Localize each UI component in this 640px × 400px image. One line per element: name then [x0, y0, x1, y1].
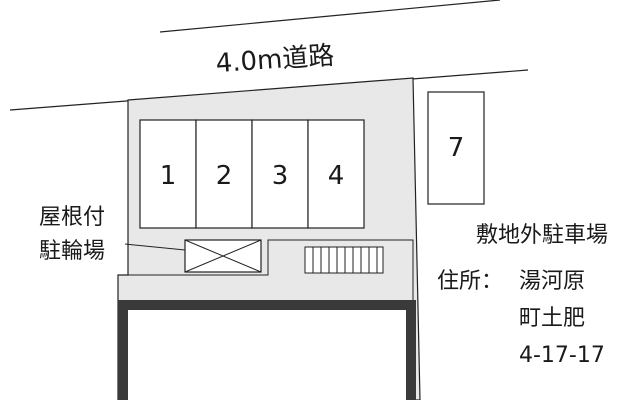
address-prefix: 住所：: [437, 269, 503, 294]
bicycle-parking-label-line1: 屋根付: [39, 205, 105, 230]
stairs: [304, 246, 384, 274]
parking-space-3: [251, 119, 309, 229]
offsite-parking-label: 敷地外駐車場: [476, 223, 608, 248]
road-edge-top: [159, 0, 501, 33]
address-line2: 町土肥: [519, 306, 585, 331]
address-line1: 湯河原: [519, 269, 585, 294]
parking-space-2-number: 2: [216, 161, 233, 191]
bicycle-parking-cross-b: [184, 239, 262, 273]
offsite-parking-number: 7: [448, 133, 465, 163]
parking-space-1-number: 1: [160, 161, 177, 191]
building-interior: [128, 310, 406, 400]
bicycle-parking-label-line2: 駐輪場: [39, 239, 105, 264]
walkway-outline: [117, 239, 414, 300]
road-label: 4.0m道路: [215, 41, 335, 79]
parking-space-4-number: 4: [328, 161, 345, 191]
parking-space-4: [307, 119, 365, 229]
parking-area: 1 2 3 4: [139, 119, 365, 229]
offsite-parking-space: [427, 91, 485, 205]
bicycle-parking-leader: [124, 243, 186, 251]
parking-space-1: [139, 119, 197, 229]
address-line3: 4-17-17: [519, 343, 605, 368]
parking-space-3-number: 3: [272, 161, 289, 191]
